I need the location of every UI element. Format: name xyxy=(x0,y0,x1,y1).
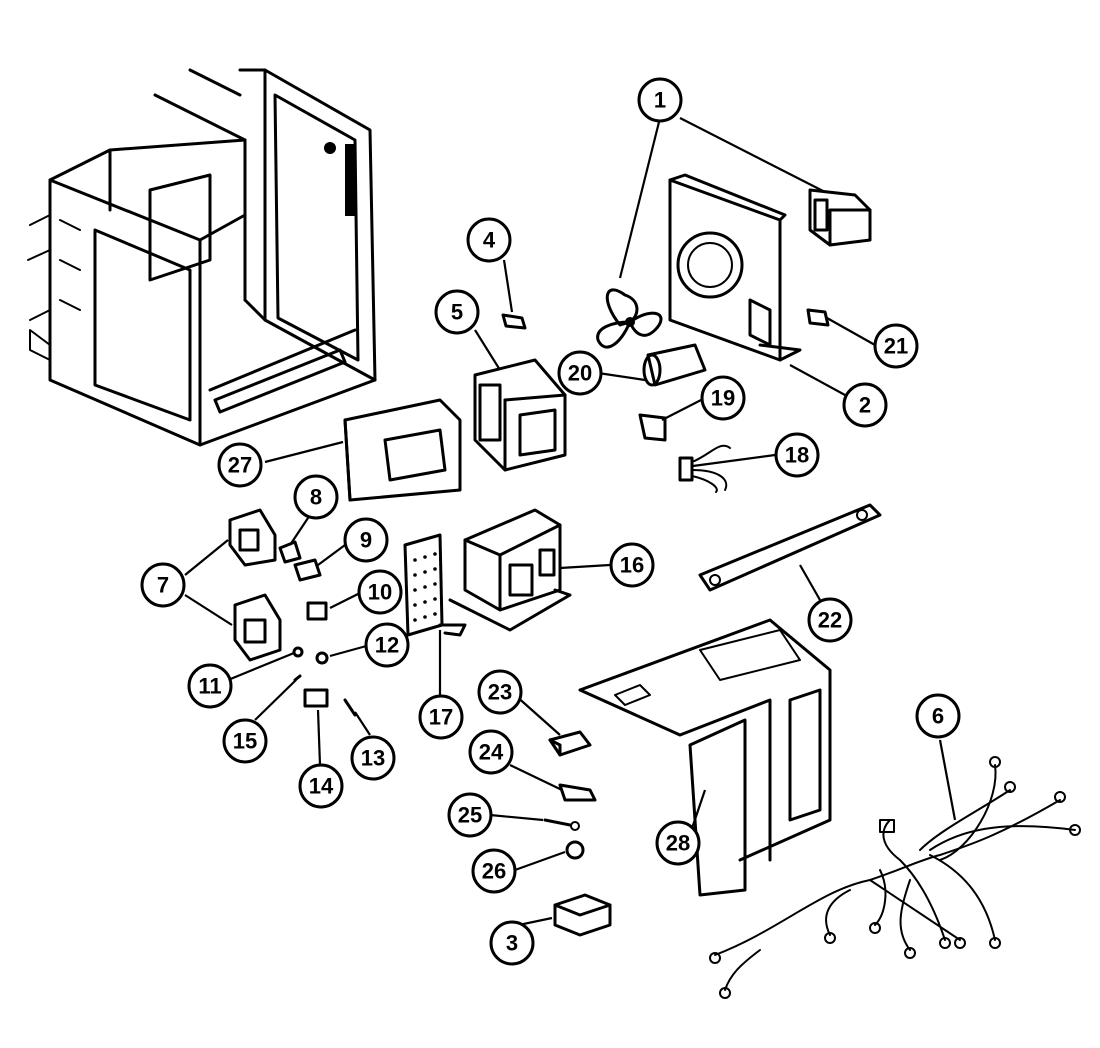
part-4-clip xyxy=(501,313,527,330)
callout-15: 15 xyxy=(222,718,268,764)
part-28-control-box xyxy=(578,618,832,897)
callout-2-label: 2 xyxy=(859,393,871,418)
callout-4: 4 xyxy=(466,217,512,263)
part-6-wire-harness xyxy=(709,756,1081,999)
callout-19: 19 xyxy=(700,375,746,421)
part-26-thermostat xyxy=(565,840,585,860)
part-23-fuse-block xyxy=(548,730,592,757)
callout-25: 25 xyxy=(447,792,493,838)
callout-16-label: 16 xyxy=(620,553,644,578)
callout-18: 18 xyxy=(774,432,820,478)
part-19-bracket xyxy=(638,413,667,442)
callout-26: 26 xyxy=(471,848,517,894)
callout-21: 21 xyxy=(873,323,919,369)
part-3-terminal-block xyxy=(553,893,612,937)
callout-20: 20 xyxy=(557,350,603,396)
callout-7: 7 xyxy=(140,562,186,608)
part-24-switch xyxy=(558,783,597,802)
part-25-pin xyxy=(543,818,580,831)
callout-8-label: 8 xyxy=(310,485,322,510)
callout-11: 11 xyxy=(187,663,233,709)
callout-6: 6 xyxy=(915,693,961,739)
part-1-fan-blade xyxy=(596,288,663,349)
callout-22-label: 22 xyxy=(818,608,842,633)
callout-13-label: 13 xyxy=(361,746,385,771)
callout-18-label: 18 xyxy=(785,443,809,468)
callout-15-label: 15 xyxy=(233,729,257,754)
callout-1-label: 1 xyxy=(654,88,666,113)
callout-12: 12 xyxy=(364,622,410,668)
part-11-nut xyxy=(292,646,304,658)
callout-17-label: 17 xyxy=(429,705,453,730)
part-13-screw xyxy=(343,698,357,717)
callout-23-label: 23 xyxy=(488,680,512,705)
callout-21-label: 21 xyxy=(884,334,908,359)
part-1-fan-motor xyxy=(808,188,872,247)
part-7-switch-holders xyxy=(228,508,282,662)
part-27-duct xyxy=(343,398,462,502)
callout-5: 5 xyxy=(434,289,480,335)
part-15-spring xyxy=(293,674,302,682)
part-10-switch xyxy=(306,601,328,621)
callout-25-label: 25 xyxy=(458,803,482,828)
callout-17: 17 xyxy=(418,694,464,740)
callout-27-label: 27 xyxy=(228,453,252,478)
callout-22: 22 xyxy=(807,597,853,643)
callout-28-label: 28 xyxy=(666,831,690,856)
part-12-lever xyxy=(315,651,329,665)
callout-27: 27 xyxy=(217,442,263,488)
callout-20-label: 20 xyxy=(568,361,592,386)
callout-9-label: 9 xyxy=(360,528,372,553)
callout-9: 9 xyxy=(343,517,389,563)
callout-23: 23 xyxy=(477,669,523,715)
callout-14-label: 14 xyxy=(309,774,334,799)
part-14-switch xyxy=(303,688,329,708)
callout-10-label: 10 xyxy=(368,580,392,605)
part-9-latch xyxy=(293,558,322,582)
callout-16: 16 xyxy=(609,542,655,588)
callout-19-label: 19 xyxy=(711,386,735,411)
callout-2: 2 xyxy=(842,382,888,428)
callout-11-label: 11 xyxy=(198,674,221,699)
callout-28: 28 xyxy=(655,820,701,866)
callout-8: 8 xyxy=(293,474,339,520)
part-18-connector xyxy=(678,444,731,493)
callout-26-label: 26 xyxy=(482,859,506,884)
part-21-clip xyxy=(806,308,830,327)
callout-3: 3 xyxy=(489,920,535,966)
part-17-shield xyxy=(403,533,467,637)
callout-4-label: 4 xyxy=(483,228,496,253)
callout-7-label: 7 xyxy=(157,573,169,598)
oven-cavity-chassis xyxy=(27,68,377,447)
part-16-transformer xyxy=(448,508,572,632)
callout-3-label: 3 xyxy=(506,931,518,956)
part-2-fan-bracket xyxy=(668,173,802,362)
leader-lines xyxy=(184,117,957,932)
callout-14: 14 xyxy=(298,763,344,809)
callout-13: 13 xyxy=(350,735,396,781)
callout-5-label: 5 xyxy=(451,300,463,325)
part-22-rail xyxy=(698,503,882,592)
part-20-capacitor xyxy=(642,343,707,387)
callout-1: 1 xyxy=(637,77,683,123)
callout-24: 24 xyxy=(468,729,514,775)
part-5-magnetron xyxy=(473,358,567,472)
callout-24-label: 24 xyxy=(479,740,504,765)
callout-6-label: 6 xyxy=(932,704,944,729)
callout-10: 10 xyxy=(357,569,403,615)
callout-12-label: 12 xyxy=(375,633,399,658)
